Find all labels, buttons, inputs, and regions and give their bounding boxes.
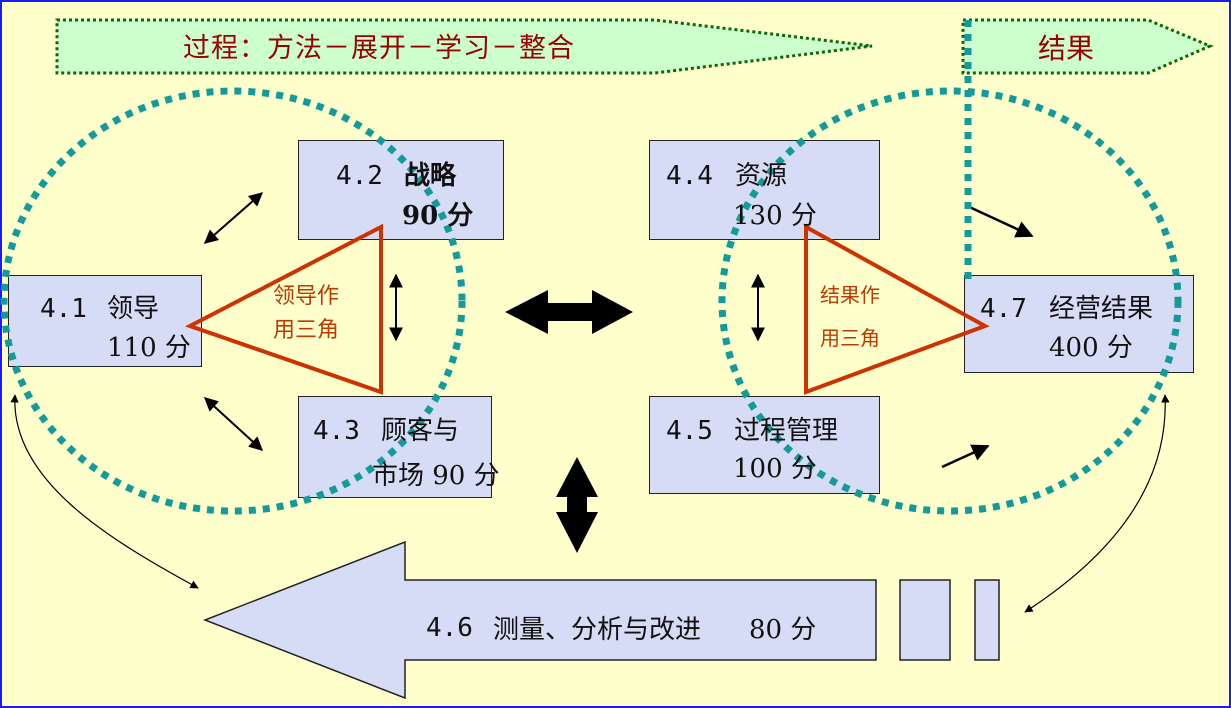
results-banner (961, 18, 1214, 75)
resources-score: 130 分 (733, 201, 817, 231)
process-banner-label: 过程：方法－展开－学习－整合 (183, 33, 575, 64)
triangle-leadership-line2: 用三角 (273, 318, 340, 343)
customer-name-line2: 市场 90 分 (372, 461, 500, 491)
thick-arrow-horizontal (505, 290, 633, 334)
measurement-score: 80 分 (749, 615, 817, 645)
leadership-name: 领导 (107, 294, 160, 324)
triangle-results-line2: 用三角 (820, 326, 880, 350)
resources-name: 资源 (735, 161, 788, 191)
results-score: 400 分 (1049, 333, 1133, 363)
measurement-name: 测量、分析与改进 (493, 615, 702, 645)
measurement-arrow (202, 540, 877, 700)
resources-code: 4.4 (666, 161, 713, 191)
leadership-code: 4.1 (40, 294, 87, 324)
process-mgmt-score: 100 分 (733, 454, 817, 484)
leadership-score: 110 分 (107, 333, 191, 363)
results-name: 经营结果 (1049, 294, 1154, 324)
triangle-leadership-line1: 领导作 (273, 284, 340, 309)
arrow-tail-block-1 (899, 579, 951, 661)
results-code: 4.7 (980, 294, 1027, 324)
strategy-name: 战略 (404, 161, 457, 191)
process-mgmt-code: 4.5 (666, 416, 713, 446)
thick-arrow-vertical (556, 457, 598, 553)
strategy-code: 4.2 (336, 161, 383, 191)
customer-code: 4.3 (313, 416, 360, 446)
results-banner-label: 结果 (1038, 32, 1095, 65)
arrow-tail-block-2 (974, 579, 1000, 661)
triangle-results-line1: 结果作 (820, 283, 880, 307)
measurement-code: 4.6 (426, 613, 473, 643)
process-mgmt-name: 过程管理 (734, 416, 839, 446)
strategy-score: 90 分 (402, 201, 474, 231)
customer-name: 顾客与 (381, 416, 460, 446)
process-banner (55, 18, 873, 75)
